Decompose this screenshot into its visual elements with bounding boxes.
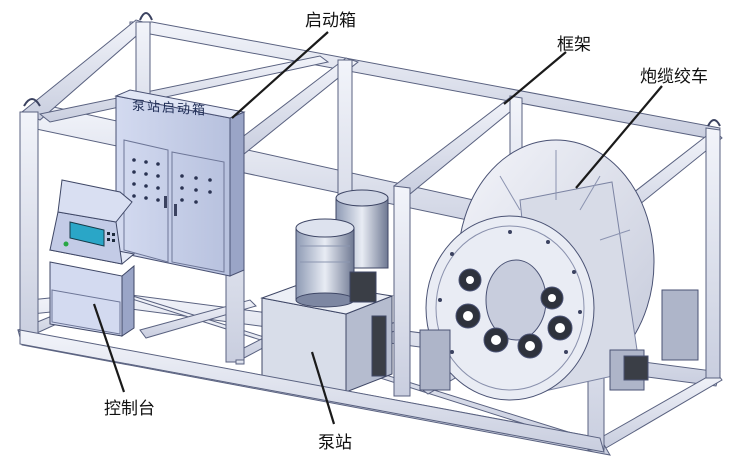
label-console: 控制台 — [104, 399, 155, 419]
label-pump-station: 泵站 — [318, 433, 352, 453]
pump-station — [260, 189, 394, 393]
label-cable-winch: 炮缆绞车 — [640, 67, 708, 87]
label-start-box: 启动箱 — [305, 11, 356, 31]
label-frame: 框架 — [557, 35, 591, 55]
control-console — [48, 179, 136, 337]
frame-front-members — [19, 329, 605, 453]
start-box-cabinet — [114, 89, 246, 277]
cable-winch — [419, 139, 699, 401]
leader-lines — [92, 31, 663, 425]
